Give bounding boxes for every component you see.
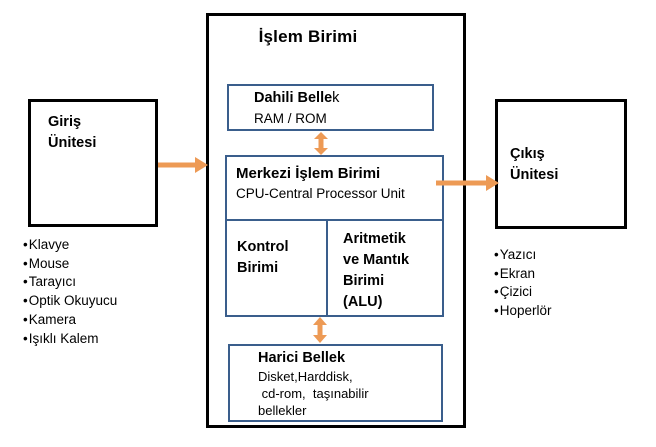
output-arrow-icon	[436, 175, 499, 191]
input-unit-title-line2: Ünitesi	[48, 135, 97, 151]
cpu-subtitle: CPU-Central Processor Unit	[236, 186, 405, 201]
alu-line: Birimi	[343, 273, 385, 289]
cpu-header: Merkezi İşlem Birimi CPU-Central Process…	[227, 157, 442, 221]
internal-memory-subtitle: RAM / ROM	[254, 111, 327, 126]
internal-memory-title-tail: k	[332, 90, 340, 106]
external-memory-line: cd-rom, taşınabilir	[258, 386, 369, 401]
cpu-external-memory-double-arrow-icon	[313, 317, 327, 343]
input-device-item: Mouse	[23, 255, 117, 274]
external-memory-title: Harici Bellek	[258, 350, 346, 366]
input-device-item: Klavye	[23, 236, 117, 255]
internal-memory-title-bold: Dahili Belle	[254, 90, 333, 106]
external-memory-detail: Disket,Harddisk, cd-rom, taşınabilir bell…	[258, 368, 441, 419]
output-device-item: Ekran	[494, 265, 552, 284]
external-memory-line: bellekler	[258, 403, 307, 418]
input-device-item: Optik Okuyucu	[23, 292, 118, 311]
memory-cpu-double-arrow-icon	[314, 132, 328, 155]
output-devices-list: YazıcıEkranÇiziciHoperlör	[494, 246, 552, 321]
input-device-item: Kamera	[23, 311, 117, 330]
input-devices-list: KlavyeMouseTarayıcıOptik OkuyucuKameraIş…	[23, 236, 118, 349]
control-unit-line: Birimi	[237, 260, 279, 276]
internal-memory-title: Dahili Bellek	[254, 88, 432, 109]
alu-line: Aritmetik	[343, 231, 406, 247]
input-device-item: Tarayıcı	[23, 273, 117, 292]
internal-memory-box: Dahili Bellek RAM / ROM	[227, 84, 434, 131]
output-device-item: Çizici	[494, 283, 552, 302]
input-unit-title-line1: Giriş	[48, 114, 82, 130]
control-unit-line: Kontrol	[237, 239, 289, 255]
input-unit-box: Giriş Ünitesi	[28, 99, 158, 227]
external-memory-line: Disket,Harddisk,	[258, 369, 353, 384]
output-unit-title-line1: Çıkış	[510, 146, 545, 162]
output-unit-box: Çıkış Ünitesi	[495, 99, 627, 229]
output-device-item: Hoperlör	[494, 302, 552, 321]
cpu-box: Merkezi İşlem Birimi CPU-Central Process…	[225, 155, 444, 317]
alu-line: ve Mantık	[343, 252, 410, 268]
output-device-item: Yazıcı	[494, 246, 552, 265]
input-arrow-icon	[158, 157, 208, 173]
diagram-title: İşlem Birimi	[258, 27, 358, 46]
external-memory-box: Harici Bellek Disket,Harddisk, cd-rom, t…	[228, 344, 443, 422]
cpu-title: Merkezi İşlem Birimi	[236, 165, 381, 182]
output-unit-title-line2: Ünitesi	[510, 167, 559, 183]
alu-line: (ALU)	[343, 294, 383, 310]
input-device-item: Işıklı Kalem	[23, 330, 117, 349]
